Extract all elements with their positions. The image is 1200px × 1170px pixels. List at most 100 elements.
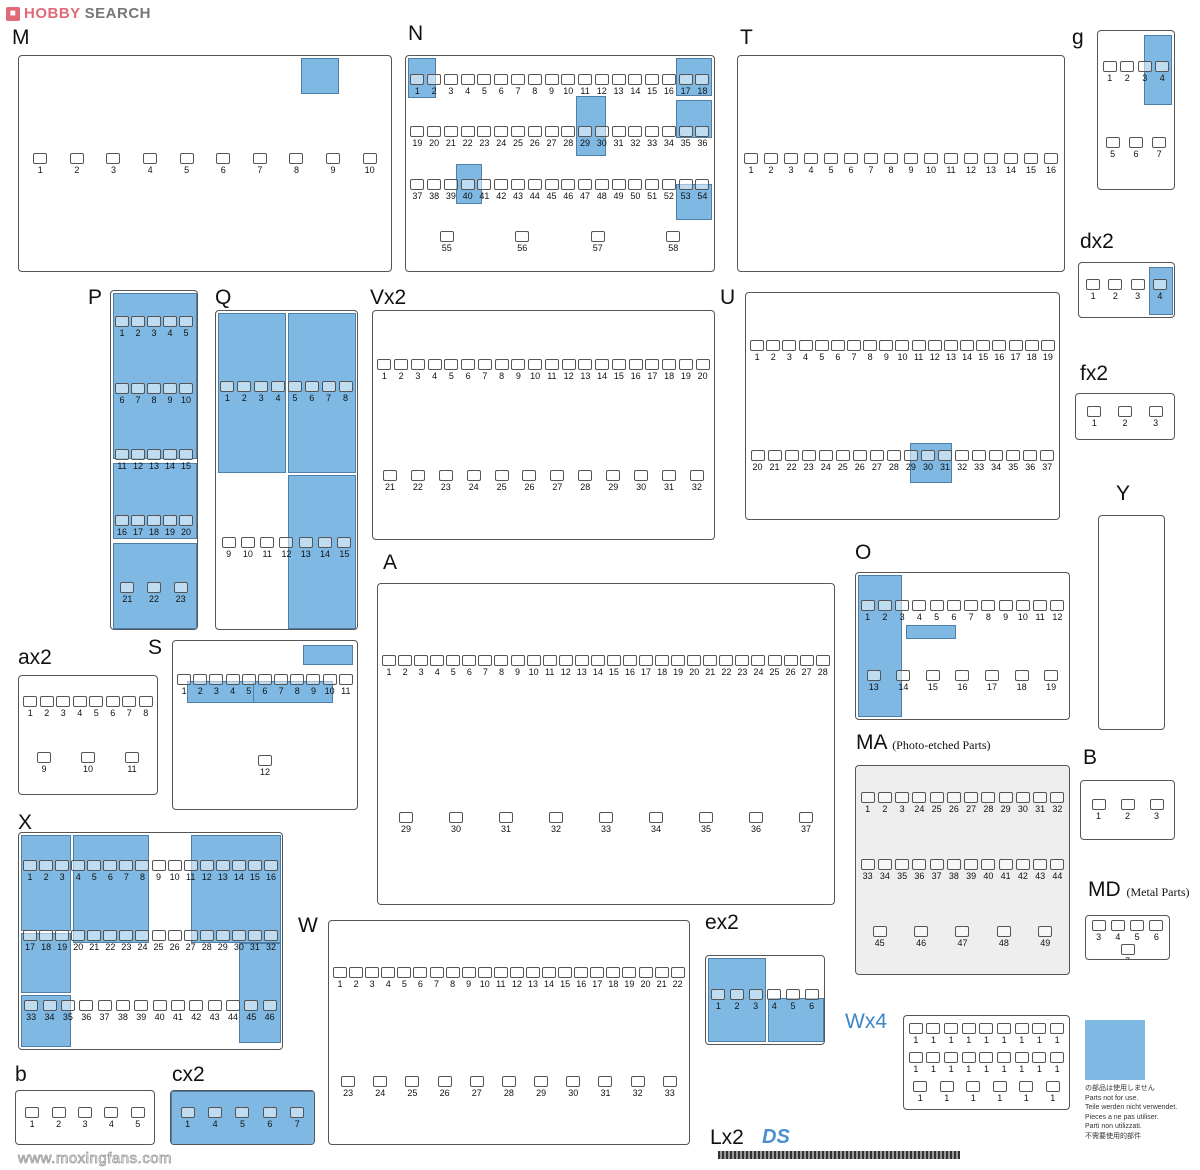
sprue-label-o: O: [855, 541, 871, 565]
part-number: 14: [542, 967, 556, 989]
part-number: 8: [884, 153, 898, 175]
part-number: 35: [699, 812, 713, 834]
part-number: 7: [122, 696, 136, 718]
part-number: 16: [629, 359, 643, 381]
logo-text-search: SEARCH: [84, 5, 152, 22]
part-number: 18: [39, 930, 53, 952]
part-number: 8: [528, 74, 542, 96]
part-number: 46: [263, 1000, 277, 1022]
track-link-strip: [718, 1151, 960, 1159]
part-number: 1: [23, 696, 37, 718]
part-number: 17: [590, 967, 604, 989]
part-number: 13: [867, 670, 881, 692]
part-number: 24: [373, 1076, 387, 1098]
part-number: 5: [87, 860, 101, 882]
part-number: 30: [1016, 792, 1030, 814]
part-number: 15: [612, 359, 626, 381]
parts-grid: [1103, 520, 1160, 725]
sprue-label-q: Q: [215, 286, 231, 310]
part-number: 1: [944, 1052, 958, 1074]
part-number: 19: [163, 515, 177, 537]
part-number: 6: [805, 989, 819, 1011]
sprue-label-text: Q: [215, 286, 232, 309]
sprue-label-dx2: dx2: [1080, 230, 1114, 254]
sprue-label-text: Wx4: [845, 1010, 887, 1033]
part-number: 11: [912, 340, 926, 362]
unused-parts-area: [858, 575, 902, 717]
part-number: 50: [628, 179, 642, 201]
part-number: 8: [446, 967, 460, 989]
part-number: 35: [1006, 450, 1020, 472]
part-number: 1: [377, 359, 391, 381]
part-number: 5: [1106, 137, 1120, 159]
part-number: 2: [1108, 279, 1122, 301]
sprue-label-text: O: [855, 541, 872, 564]
part-number: 36: [912, 859, 926, 881]
part-number: 9: [37, 752, 51, 774]
part-number: 41: [477, 179, 491, 201]
part-number: 11: [184, 860, 198, 882]
sprue-label-p: P: [88, 286, 102, 310]
part-number: 12: [131, 449, 145, 471]
part-number: 3: [209, 674, 223, 696]
part-number: 18: [606, 967, 620, 989]
part-number: 2: [1121, 799, 1135, 821]
part-number: 35: [679, 126, 693, 148]
part-number: 1: [23, 860, 37, 882]
part-number: 24: [467, 470, 481, 492]
part-number: 20: [639, 967, 653, 989]
part-number: 42: [494, 179, 508, 201]
part-number: 23: [477, 126, 491, 148]
part-number: 15: [337, 537, 351, 559]
part-number: 4: [804, 153, 818, 175]
part-number: 17: [23, 930, 37, 952]
part-number: 16: [115, 515, 129, 537]
part-number: 33: [972, 450, 986, 472]
sprue-label-text: T: [740, 26, 753, 49]
part-number: 1: [926, 1023, 940, 1045]
part-number: 13: [612, 74, 626, 96]
part-number: 1: [997, 1023, 1011, 1045]
legend-line-fr: Pieces a ne pas utiliser.: [1085, 1113, 1159, 1121]
part-number: 32: [690, 470, 704, 492]
part-number: 26: [528, 126, 542, 148]
part-number: 32: [631, 1076, 645, 1098]
part-number: 36: [749, 812, 763, 834]
part-number: 6: [103, 860, 117, 882]
part-number: 3: [106, 153, 120, 175]
part-number: 13: [147, 449, 161, 471]
sprue-label-lx2: Lx2: [710, 1126, 744, 1150]
part-number: 6: [263, 1107, 277, 1129]
part-number: 20: [427, 126, 441, 148]
part-number: 13: [984, 153, 998, 175]
sprue-label-text: Vx2: [370, 286, 407, 309]
part-number: 29: [578, 126, 592, 148]
part-number: 14: [591, 655, 605, 677]
part-number: 25: [152, 930, 166, 952]
part-number: 12: [258, 755, 272, 777]
part-number: 5: [477, 74, 491, 96]
part-number: 17: [985, 670, 999, 692]
sprue-label-vx2: Vx2: [370, 286, 406, 310]
part-number: 22: [461, 126, 475, 148]
part-number: 10: [924, 153, 938, 175]
sprue-label-text: ex2: [705, 911, 739, 934]
part-number: 2: [52, 1107, 66, 1129]
part-number: 6: [258, 674, 272, 696]
part-number: 15: [926, 670, 940, 692]
part-number: 15: [645, 74, 659, 96]
sprue-label-text: ax2: [18, 646, 52, 669]
sprue-label-ax2: ax2: [18, 646, 52, 670]
sprue-label-text: M: [12, 26, 30, 49]
part-number: 3: [1150, 799, 1164, 821]
part-number: 5: [824, 153, 838, 175]
part-number: 10: [561, 74, 575, 96]
part-number: 7: [964, 600, 978, 622]
